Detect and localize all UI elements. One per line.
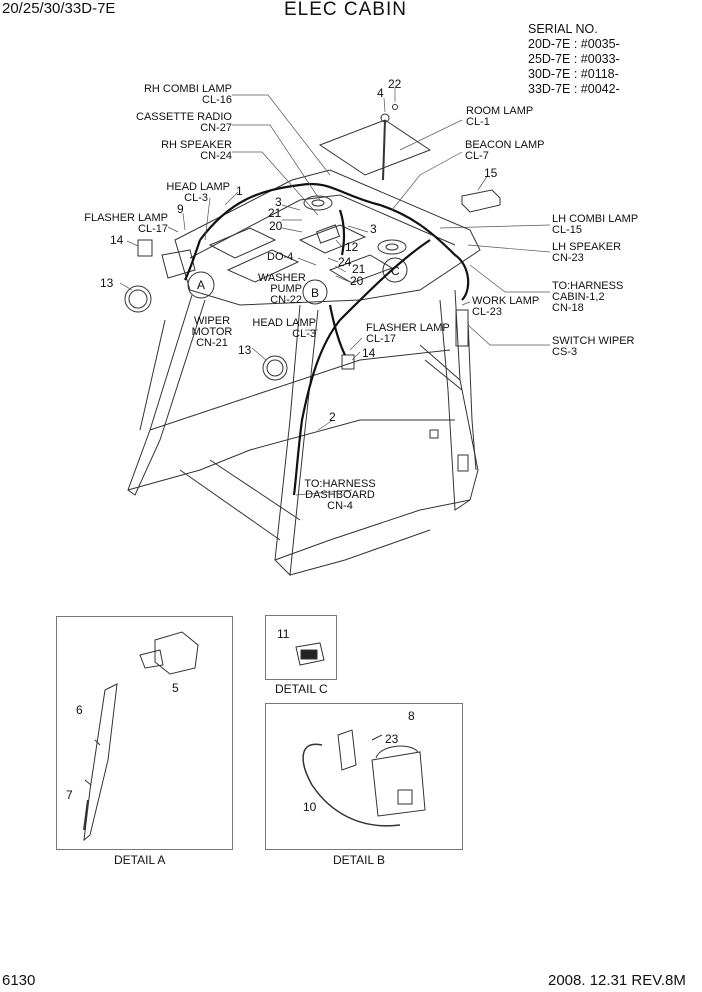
beacon-lamp — [461, 189, 501, 213]
detail-marker-c: C — [391, 264, 400, 278]
part-number: 10 — [303, 800, 317, 814]
detail-a-frame — [56, 616, 233, 850]
part-number: 23 — [385, 732, 399, 746]
part-number: 6 — [76, 703, 83, 717]
detail-a-drawing — [83, 631, 199, 842]
part-number: 21 — [352, 262, 366, 276]
detail-a-caption: DETAIL A — [114, 853, 166, 867]
serial-block: SERIAL NO. 20D-7E : #0035- 25D-7E : #003… — [528, 22, 620, 97]
detail-b-drawing — [302, 729, 426, 827]
part-number: 20 — [269, 219, 283, 233]
part-number: 24 — [338, 255, 352, 269]
detail-b-caption: DETAIL B — [333, 853, 386, 867]
cabin-pillar — [127, 294, 206, 496]
part-number: 1 — [236, 184, 243, 198]
callout-do4: DO-4 — [267, 251, 294, 263]
part-number: 3 — [275, 195, 282, 209]
part-number: 5 — [172, 681, 179, 695]
part-number: 14 — [362, 346, 376, 360]
part-number: 2 — [329, 410, 336, 424]
detail-marker-a: A — [197, 278, 206, 292]
detail-c-drawing — [295, 642, 325, 666]
part-number: 9 — [177, 202, 184, 216]
detail-marker-b: B — [311, 286, 320, 300]
part-number: 22 — [388, 77, 402, 91]
part-number: 11 — [277, 627, 290, 641]
part-number: 4 — [377, 86, 384, 100]
antenna — [382, 119, 386, 181]
part-number: 13 — [238, 343, 252, 357]
serial-line: 33D-7E : #0042- — [528, 82, 620, 96]
part-number: 12 — [345, 240, 359, 254]
model-code: 20/25/30/33D-7E — [2, 0, 116, 17]
page-title: ELEC CABIN — [284, 0, 407, 20]
main-harness — [199, 182, 470, 301]
serial-line: 25D-7E : #0033- — [528, 52, 620, 66]
part-number: 21 — [268, 206, 282, 220]
detail-b-frame — [265, 703, 463, 850]
part-number: 20 — [350, 274, 364, 288]
part-number: 8 — [408, 709, 415, 723]
serial-line: 20D-7E : #0035- — [528, 37, 620, 51]
part-number: 14 — [110, 233, 124, 247]
part-number: 3 — [370, 222, 377, 236]
cabin-base — [127, 419, 455, 491]
cabin-roof — [174, 169, 481, 306]
serial-line: 30D-7E : #0118- — [528, 67, 619, 81]
cabin-pillar — [274, 304, 319, 577]
date-revision: 2008. 12.31 REV.8M — [548, 972, 686, 989]
part-number: 15 — [484, 166, 498, 180]
serial-heading: SERIAL NO. — [528, 22, 598, 36]
part-number: 7 — [66, 788, 73, 802]
detail-c-frame — [265, 615, 337, 680]
part-number: 13 — [100, 276, 114, 290]
detail-c-caption: DETAIL C — [275, 682, 328, 696]
page-number: 6130 — [2, 972, 36, 989]
